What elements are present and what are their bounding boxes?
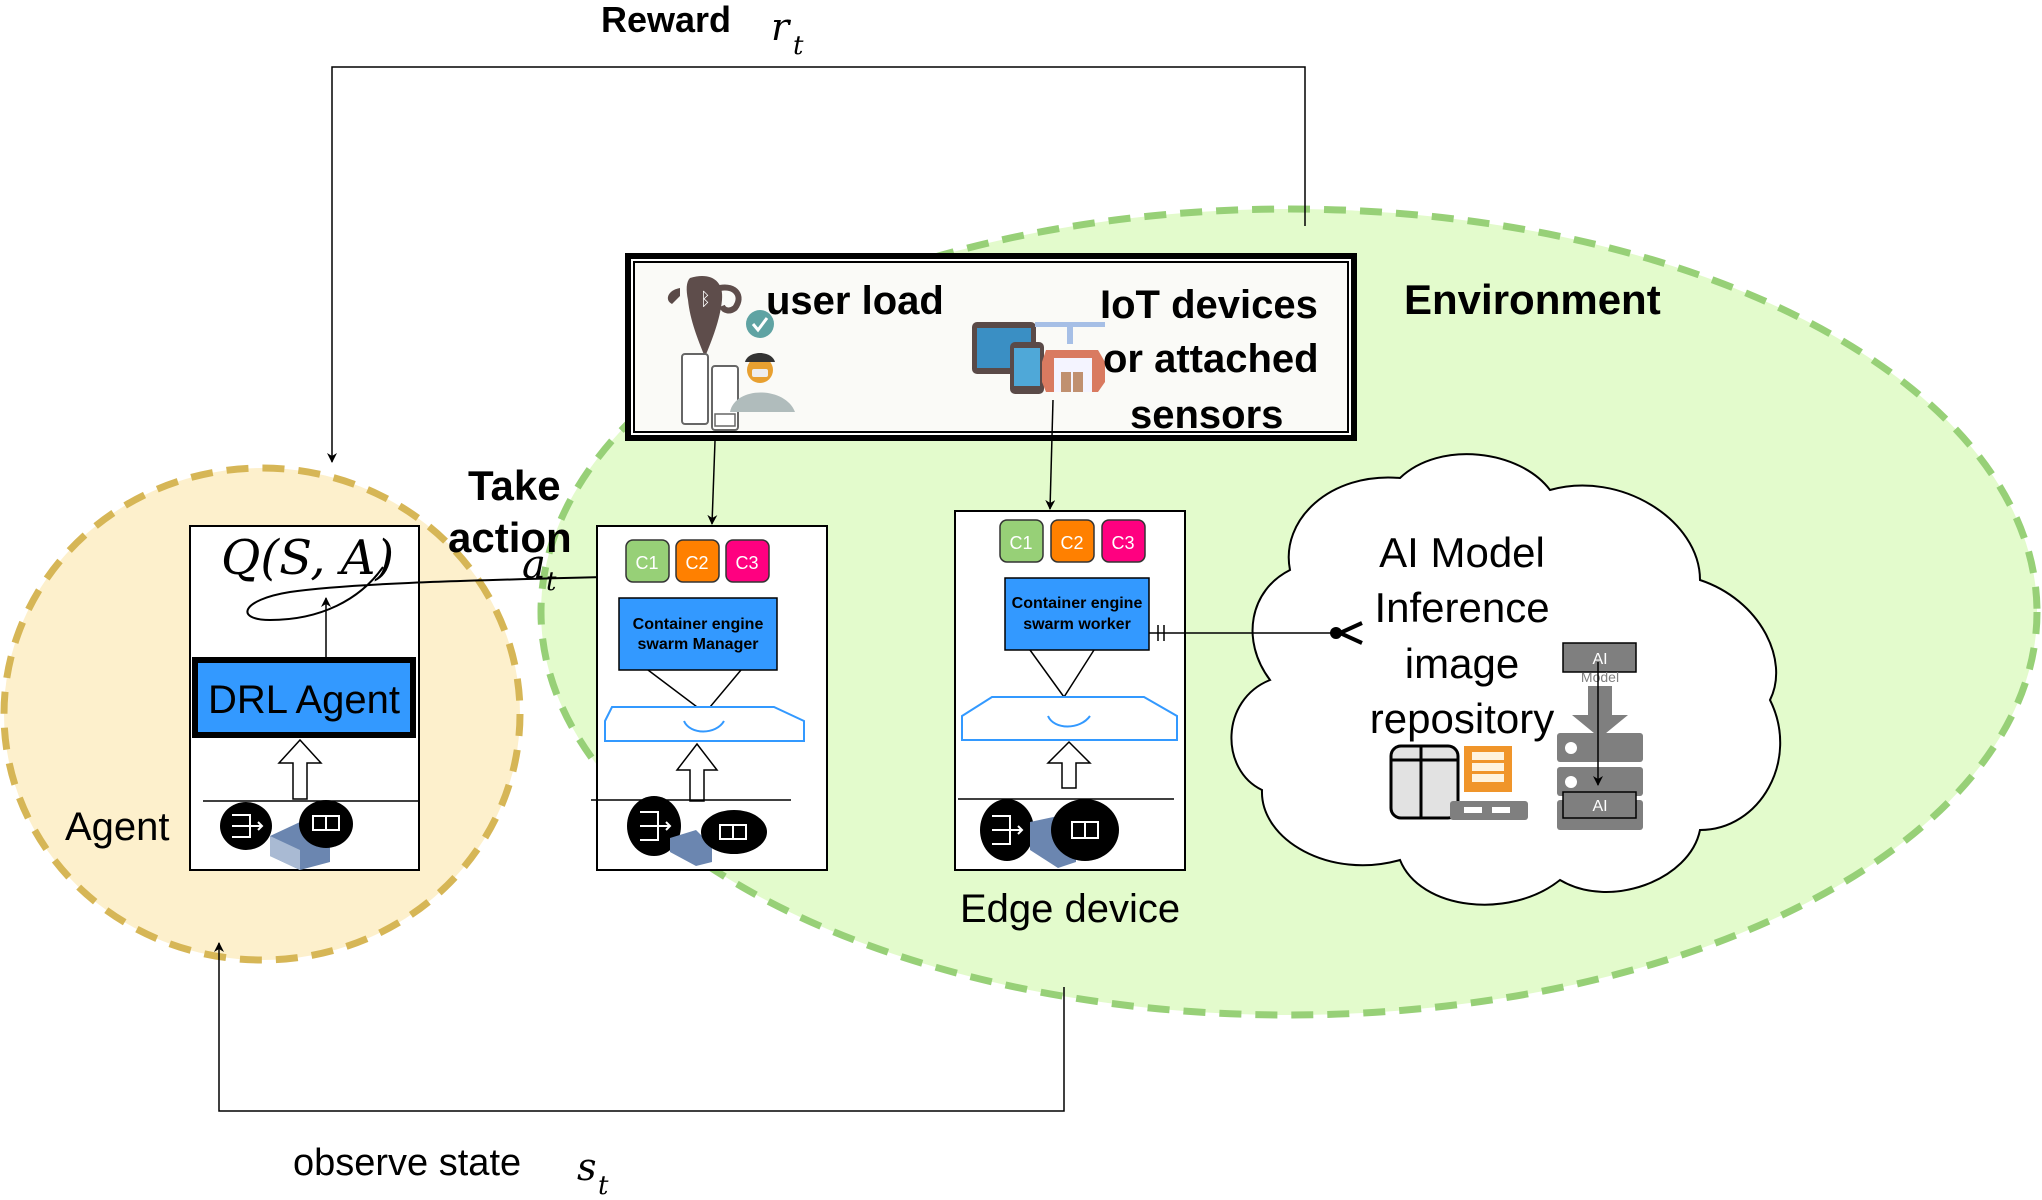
cloud-label-line2: Inference	[1374, 584, 1549, 631]
drl-agent-label: DRL Agent	[208, 678, 400, 722]
iot-label-line1: IoT devices	[1100, 283, 1318, 327]
container-c2-label: C2	[685, 553, 708, 573]
tray-icon	[604, 706, 805, 742]
observe-state-label: observe state	[293, 1142, 521, 1184]
take-action-label-line2: action	[448, 514, 572, 561]
worker-engine-line2: swarm worker	[1023, 616, 1131, 633]
router-icon	[980, 799, 1034, 861]
container-c2[interactable]	[675, 539, 720, 583]
container-c3-label: C3	[1111, 533, 1134, 553]
q-function-label: Q(S, A)	[221, 530, 394, 586]
policy-loop-curve	[246, 566, 641, 622]
cloud-label-line4: repository	[1370, 695, 1554, 742]
reward-symbol: r	[771, 5, 792, 49]
iot-label-line3: sensors	[1130, 393, 1283, 437]
container-engine-worker-box	[1004, 577, 1150, 651]
reward-subscript: t	[793, 31, 804, 61]
swarm-worker-node: C1 C2 C3 Container engine swarm worker	[954, 510, 1186, 871]
container-c1-label: C1	[635, 553, 658, 573]
svg-text:ᛒ: ᛒ	[700, 289, 711, 310]
user-load-icon: ᛒ	[667, 276, 795, 431]
manager-engine-line2: swarm Manager	[638, 636, 759, 653]
drl-agent-box	[192, 657, 416, 738]
reward-label: Reward	[601, 0, 731, 40]
network-card-icon	[701, 810, 767, 854]
hollow-up-arrow	[277, 738, 323, 800]
cloud-label-line1: AI Model	[1379, 529, 1545, 576]
container-c2-label: C2	[1060, 533, 1083, 553]
container-engine-manager-box	[618, 597, 778, 671]
reward-connector	[327, 66, 1306, 463]
worker-engine-line1: Container engine	[1012, 595, 1143, 612]
container-c1[interactable]	[999, 519, 1044, 563]
iot-label-line2: or attached	[1103, 337, 1319, 381]
storage-server-icon	[1389, 744, 1528, 820]
container-c3[interactable]	[725, 539, 770, 583]
action-subscript: t	[546, 567, 557, 597]
state-symbol: s	[577, 1145, 597, 1189]
cloud-label-line3: image	[1405, 640, 1519, 687]
take-action-label-line1: Take	[468, 462, 561, 509]
agent-node: Q(S, A) DRL Agent	[189, 525, 641, 871]
container-c3-label: C3	[735, 553, 758, 573]
container-c3[interactable]	[1101, 519, 1146, 563]
ai-bottom-label: AI	[1592, 798, 1607, 815]
ai-model-deploy-icon: AI Model AI	[1557, 642, 1643, 830]
ai-model-caption: Model	[1581, 669, 1619, 685]
tray-icon	[961, 696, 1178, 741]
observe-state-connector	[214, 942, 1065, 1112]
router-icon	[627, 796, 681, 856]
iot-arrow	[1045, 399, 1056, 510]
iot-devices-icon	[972, 322, 1105, 394]
ai-top-label: AI	[1592, 651, 1607, 668]
container-c2[interactable]	[1050, 519, 1095, 563]
container-c1-label: C1	[1009, 533, 1032, 553]
user-load-arrow	[707, 440, 718, 525]
container-c1[interactable]	[625, 539, 670, 583]
state-subscript: t	[598, 1171, 609, 1200]
action-symbol: a	[522, 542, 546, 588]
network-card-icon	[299, 800, 353, 848]
agent-label: Agent	[65, 805, 170, 849]
environment-label: Environment	[1404, 276, 1661, 323]
edge-device-label: Edge device	[960, 887, 1180, 931]
network-card-icon	[1051, 799, 1119, 861]
user-load-label: user load	[766, 279, 944, 323]
manager-engine-line1: Container engine	[633, 616, 764, 633]
swarm-manager-node: C1 C2 C3 Container engine swarm Manager	[591, 525, 828, 871]
router-icon	[220, 802, 272, 850]
